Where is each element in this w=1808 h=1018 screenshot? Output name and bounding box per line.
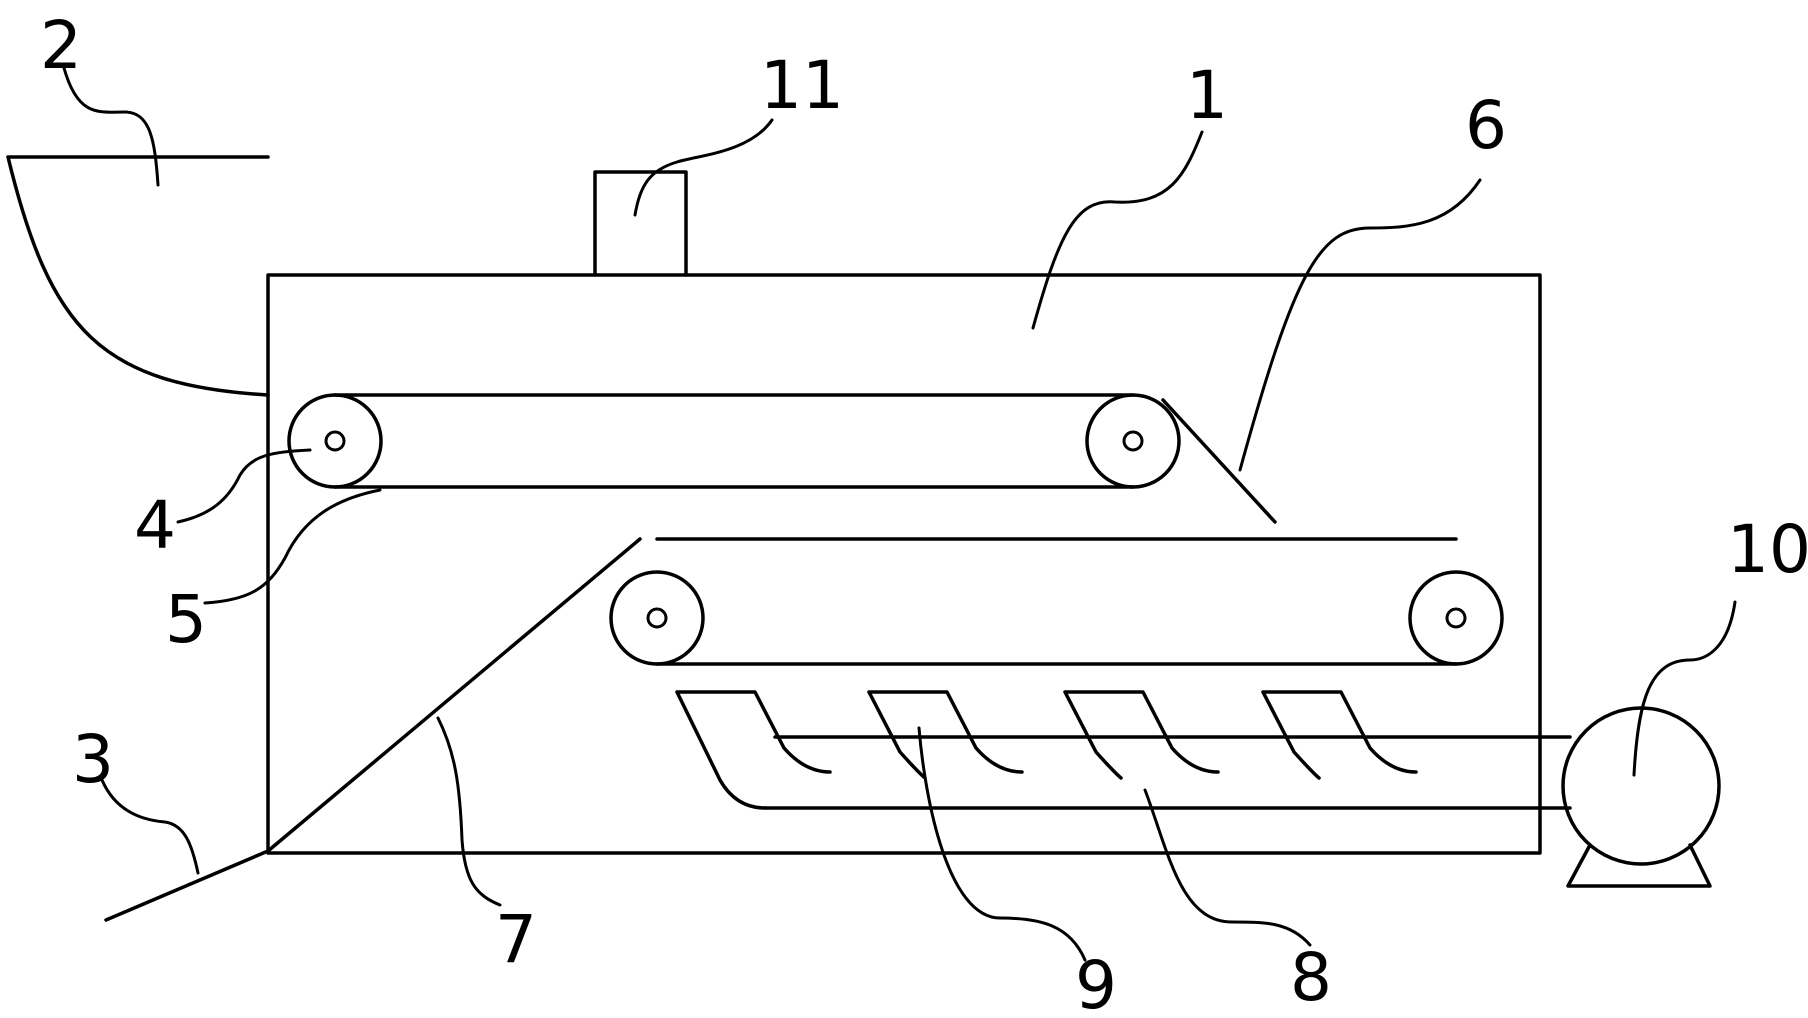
leader-4 [176,448,312,524]
label-9: 9 [1075,947,1117,1018]
leader-3 [100,778,200,875]
leader-1 [1031,130,1204,330]
scraper [1161,398,1277,524]
pump [1561,706,1721,866]
lower-right-roller-axle [1445,607,1467,629]
upper-right-roller [1085,393,1181,489]
lower-belt [655,537,1458,666]
leader-2 [62,66,160,187]
label-2: 2 [40,7,82,84]
guide-plate [266,537,642,853]
label-3: 3 [72,721,114,798]
leader-6 [1238,178,1482,472]
upper-right-roller-axle [1122,430,1144,452]
upper-left-roller [287,393,383,489]
leader-5 [203,488,382,605]
label-10: 10 [1727,511,1808,588]
label-4: 4 [134,487,176,564]
upper-left-roller-axle [324,430,346,452]
hopper [6,155,270,397]
upper-belt [333,393,1135,489]
pump-base [1566,843,1712,888]
label-11: 11 [760,47,844,124]
exhaust-stack [593,170,688,277]
spray-nozzle-2 [867,690,1024,780]
leader-11 [633,118,774,217]
label-1: 1 [1186,57,1228,134]
lower-left-roller-axle [646,607,668,629]
spray-nozzle-1 [675,690,832,810]
outlet-chute [104,849,270,922]
leader-9 [917,726,1087,962]
leader-10 [1632,600,1737,777]
label-8: 8 [1290,939,1332,1016]
spray-nozzle-4 [1261,690,1418,780]
spray-nozzle-3 [1063,690,1220,780]
label-6: 6 [1465,87,1507,164]
leader-8 [1143,788,1312,947]
lower-left-roller [609,570,705,666]
label-5: 5 [165,581,207,658]
leader-7 [436,716,502,907]
housing [266,273,1542,855]
lower-right-roller [1408,570,1504,666]
label-7: 7 [495,901,537,978]
